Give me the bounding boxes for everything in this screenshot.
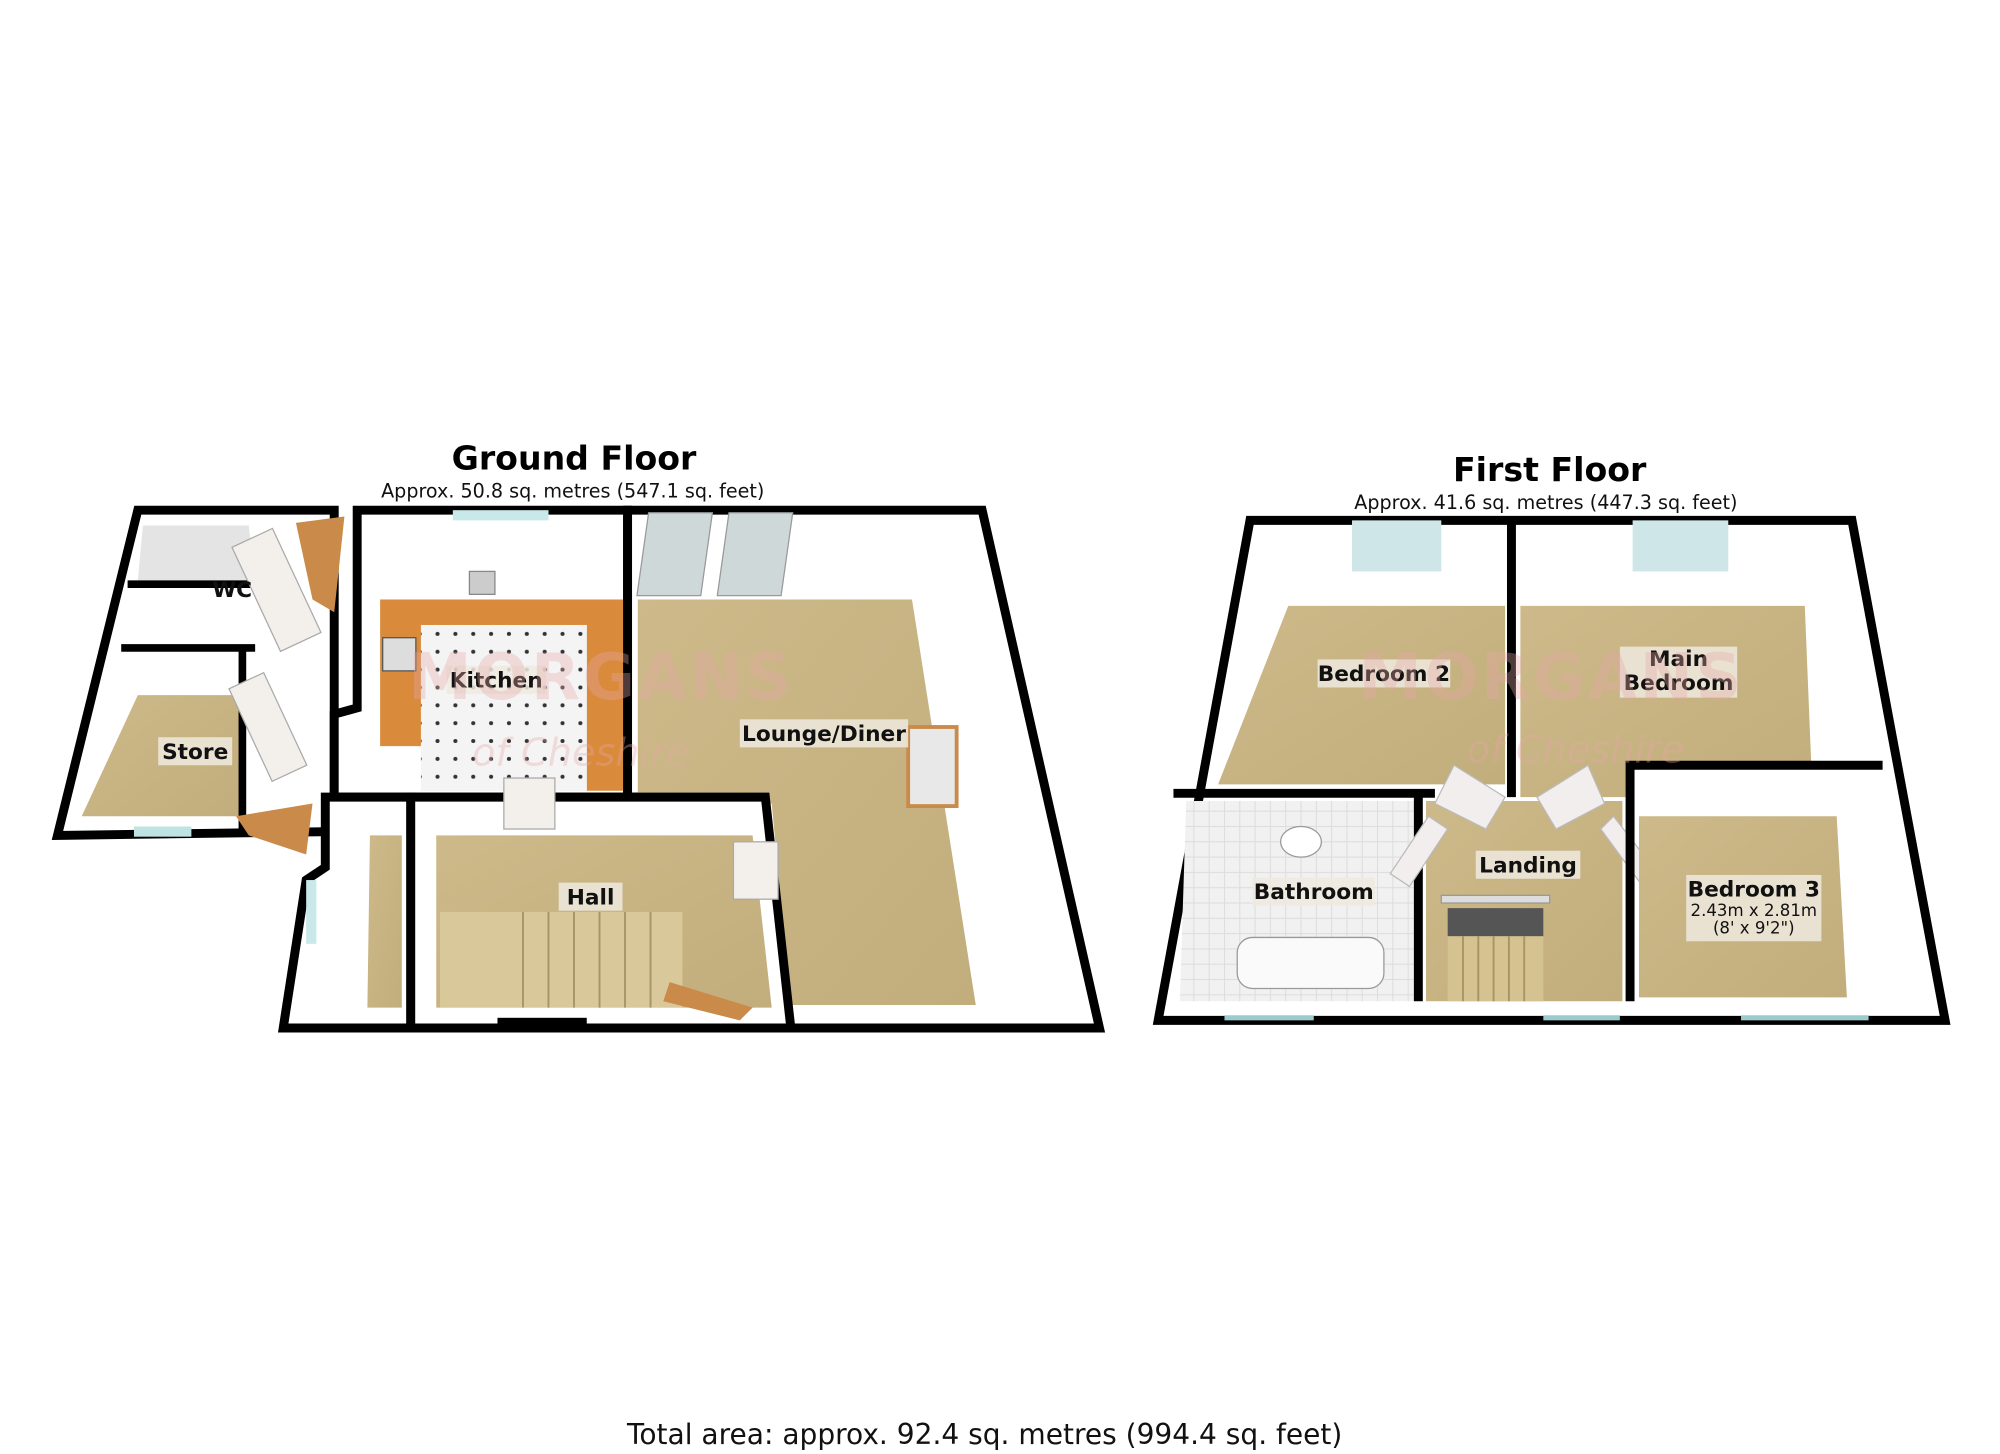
toilet	[1279, 825, 1323, 858]
window	[133, 826, 192, 837]
main-bedroom-window	[1632, 520, 1729, 572]
wc-door[interactable]	[231, 527, 322, 653]
room-label-main-bedroom-2: Bedroom	[1624, 671, 1734, 696]
bedroom-3-dimensions-metric: 2.43m x 2.81m	[1691, 901, 1817, 920]
room-label-bathroom: Bathroom	[1254, 880, 1374, 905]
landing-door[interactable]	[1536, 764, 1606, 830]
window	[1741, 1015, 1869, 1021]
ground-floor-area: Approx. 50.8 sq. metres (547.1 sq. feet)	[381, 479, 764, 502]
room-label-kitchen: Kitchen	[450, 668, 543, 693]
room-label-store: Store	[162, 740, 228, 765]
bathroom-door[interactable]	[1389, 815, 1449, 888]
watermark-tagline: of Cheshire	[472, 730, 690, 775]
patio-door[interactable]	[716, 512, 794, 597]
watermark-tagline: of Cheshire	[1467, 728, 1685, 773]
sink	[468, 570, 496, 595]
landing-door[interactable]	[1434, 764, 1506, 830]
first-floor-staircase	[1440, 894, 1551, 1002]
store-door[interactable]	[228, 671, 308, 783]
kitchen-floor	[420, 624, 587, 791]
side-door[interactable]	[236, 803, 313, 855]
bedroom-2-window	[1352, 520, 1442, 572]
hall-door[interactable]	[663, 982, 753, 1021]
room-label-main-bedroom: Main	[1649, 647, 1708, 672]
bath	[1236, 936, 1385, 990]
room-label-bedroom-2: Bedroom 2	[1318, 662, 1450, 687]
room-label-bedroom-3: Bedroom 3	[1688, 878, 1820, 903]
room-label-wc: WC	[212, 578, 252, 603]
main-bedroom-floor	[1520, 605, 1812, 798]
front-door[interactable]	[295, 516, 345, 613]
room-label-landing: Landing	[1479, 853, 1577, 878]
ground-floor: Ground Floor Approx. 50.8 sq. metres (54…	[51, 438, 1106, 1033]
radiator	[732, 841, 779, 900]
first-floor-area: Approx. 41.6 sq. metres (447.3 sq. feet)	[1354, 491, 1737, 514]
wc-floor	[137, 525, 256, 581]
room-label-hall: Hall	[567, 885, 615, 910]
total-area: Total area: approx. 92.4 sq. metres (994…	[626, 1418, 1342, 1451]
staircase	[440, 911, 683, 1008]
window	[1224, 1015, 1314, 1021]
watermark-logo: MORGANS	[408, 641, 794, 715]
first-floor: First Floor Approx. 41.6 sq. metres (447…	[1152, 450, 1951, 1025]
kitchen-window	[452, 510, 549, 521]
bedroom-2-floor	[1218, 605, 1506, 785]
bedroom-3-dimensions-imperial: (8' x 9'2")	[1713, 919, 1795, 938]
fireplace	[906, 725, 959, 808]
kitchen-worktop	[380, 599, 626, 791]
watermark-logo: MORGANS	[1358, 641, 1744, 715]
ground-floor-title: Ground Floor	[452, 438, 697, 477]
hob	[382, 637, 417, 672]
first-floor-title: First Floor	[1453, 450, 1647, 489]
room-label-lounge-diner: Lounge/Diner	[742, 722, 906, 747]
kitchen-door[interactable]	[503, 777, 556, 830]
lounge-floor	[637, 599, 976, 1006]
window	[1543, 1015, 1620, 1021]
patio-door[interactable]	[636, 512, 714, 597]
